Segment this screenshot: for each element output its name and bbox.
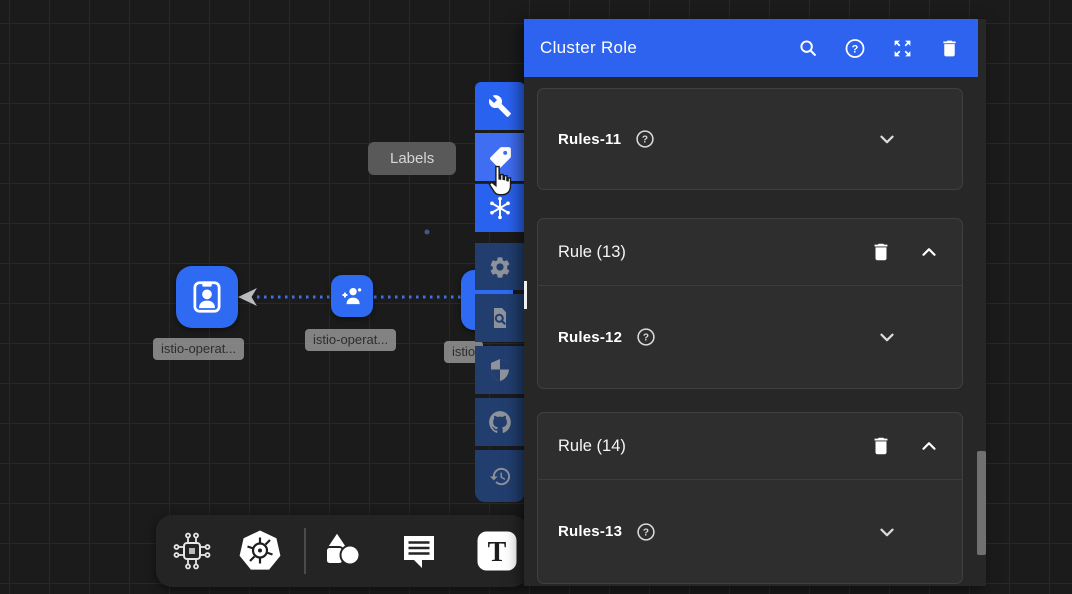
node-service-account[interactable] <box>331 275 373 317</box>
divider <box>538 479 962 480</box>
svg-text:?: ? <box>643 527 649 538</box>
cluster-role-panel: Cluster Role ? <box>524 19 986 586</box>
rule-title: Rule (14) <box>558 436 626 455</box>
labels-tag-icon <box>489 146 511 168</box>
panel-scrollbar[interactable] <box>977 451 986 555</box>
expand-icon[interactable] <box>891 37 913 59</box>
github-icon <box>489 411 511 433</box>
node-label: istio <box>444 341 484 363</box>
delete-icon[interactable] <box>938 37 960 59</box>
help-icon[interactable]: ? <box>635 326 657 348</box>
field-row: Rules-12 ? <box>538 286 962 388</box>
delete-icon[interactable] <box>870 435 892 457</box>
chevron-up-icon[interactable] <box>918 435 940 457</box>
rule-card: Rule (14) Rules-13 ? <box>537 412 963 584</box>
service-account-icon <box>342 287 362 305</box>
rule-row: Rule (14) <box>538 413 962 479</box>
field-label: Rules-12 <box>558 328 623 346</box>
components-icon <box>173 532 211 570</box>
toolbar-button-github[interactable] <box>475 398 525 446</box>
svg-text:?: ? <box>643 333 649 344</box>
panel-title: Cluster Role <box>540 38 638 57</box>
delete-icon[interactable] <box>870 241 892 263</box>
panel-left-scroll-indicator <box>524 281 527 309</box>
chevron-up-icon[interactable] <box>918 241 940 263</box>
chevron-down-icon[interactable] <box>876 128 898 150</box>
rule-row: Rule (13) <box>538 219 962 285</box>
rule-card: Rule (13) Rules-12 ? <box>537 218 963 389</box>
node-label: istio-operat... <box>305 329 397 351</box>
comment-button[interactable] <box>397 529 441 573</box>
field-row: Rules-13 ? <box>538 480 962 583</box>
node-label: istio-operat... <box>153 338 245 360</box>
doc-search-icon <box>494 308 506 328</box>
toolbar-button-history[interactable] <box>475 450 525 502</box>
help-icon[interactable]: ? <box>634 128 656 150</box>
history-icon <box>489 467 510 485</box>
field-row: Rules-11 ? <box>538 89 962 189</box>
kubernetes-icon <box>239 530 281 570</box>
edge-arrowhead-icon <box>238 288 257 306</box>
rule-title: Rule (13) <box>558 242 626 261</box>
svg-text:?: ? <box>642 135 648 146</box>
labels-tooltip: Labels <box>368 142 457 175</box>
search-icon[interactable] <box>797 37 819 59</box>
snowflake-icon <box>490 196 510 220</box>
panel-header: Cluster Role ? <box>524 19 978 77</box>
toolbar-button-settings[interactable] <box>475 243 525 290</box>
gear-icon <box>490 256 510 278</box>
node-cluster-role[interactable] <box>176 266 238 328</box>
id-badge-icon <box>193 281 221 313</box>
svg-text:?: ? <box>852 43 859 55</box>
toolbar-button-freeze[interactable] <box>475 184 525 232</box>
text-tool-button[interactable]: T <box>475 529 519 573</box>
field-label: Rules-13 <box>558 523 623 540</box>
help-icon[interactable]: ? <box>844 37 866 59</box>
shapes-icon <box>324 530 361 566</box>
shapes-button[interactable] <box>320 529 364 573</box>
toolbar-button-validate[interactable] <box>475 294 525 342</box>
edge-handle-dot <box>424 229 430 235</box>
svg-text:T: T <box>488 537 507 568</box>
field-label: Rules-11 <box>558 130 622 148</box>
comment-icon <box>404 536 434 568</box>
bottom-toolbar: T <box>156 515 528 587</box>
text-tool-icon: T <box>477 531 517 571</box>
components-button[interactable] <box>170 529 214 573</box>
toolbar-button-labels[interactable] <box>475 133 525 181</box>
divider <box>538 285 962 286</box>
toolbar-button-security[interactable] <box>475 346 525 394</box>
toolbar-button-tools[interactable] <box>475 82 525 130</box>
help-icon[interactable]: ? <box>635 521 657 543</box>
rules-card: Rules-11 ? <box>537 88 963 190</box>
chevron-down-icon[interactable] <box>876 521 898 543</box>
wrench-icon <box>488 95 511 117</box>
kubernetes-button[interactable] <box>238 529 282 573</box>
toolbar-divider <box>304 528 306 574</box>
shield-icon <box>491 359 509 381</box>
chevron-down-icon[interactable] <box>876 326 898 348</box>
